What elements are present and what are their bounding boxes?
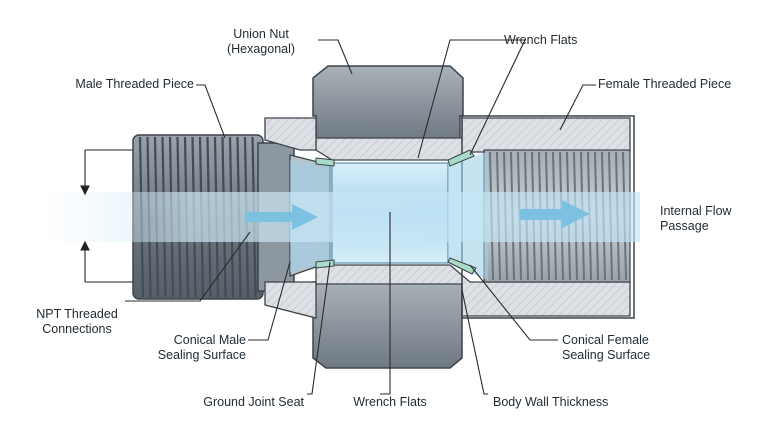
flow-arrow-right bbox=[520, 200, 590, 228]
npt-dimension bbox=[80, 149, 133, 283]
ground-joint-seat bbox=[315, 149, 477, 275]
label-npt-threaded-connections: NPT Threaded Connections bbox=[36, 307, 118, 336]
label-conical-male-sealing-surface: Conical Male Sealing Surface bbox=[157, 333, 246, 362]
label-female-threaded-piece: Female Threaded Piece bbox=[598, 77, 732, 91]
label-wrench-flats-bottom: Wrench Flats bbox=[353, 395, 427, 409]
label-conical-female-sealing-surface: Conical Female Sealing Surface bbox=[562, 333, 651, 362]
label-male-threaded-piece: Male Threaded Piece bbox=[75, 77, 194, 91]
union-nut-upper bbox=[264, 65, 631, 161]
flow-arrow-left bbox=[245, 204, 318, 230]
label-ground-joint-seat: Ground Joint Seat bbox=[203, 395, 304, 409]
label-wrench-flats-top: Wrench Flats bbox=[504, 33, 578, 47]
leader-lines bbox=[125, 39, 596, 395]
union-nut-lower bbox=[264, 264, 631, 369]
label-body-wall-thickness: Body Wall Thickness bbox=[493, 395, 609, 409]
label-union-nut: Union Nut (Hexagonal) bbox=[226, 27, 296, 56]
label-internal-flow-passage: Internal Flow Passage bbox=[660, 204, 732, 233]
